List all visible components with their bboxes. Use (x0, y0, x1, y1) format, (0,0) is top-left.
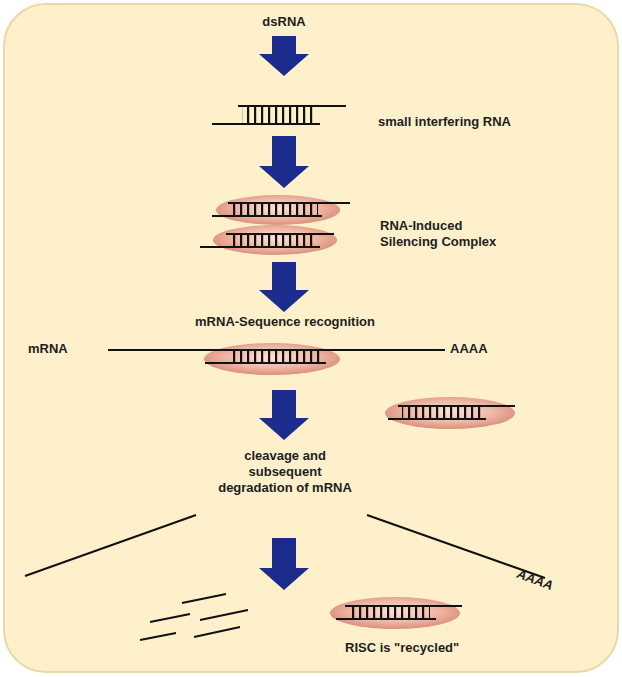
flow-arrow (259, 136, 309, 188)
strand-label: AAAA (450, 341, 488, 357)
fragment (140, 633, 176, 640)
stage-label: dsRNA (234, 14, 334, 30)
process-stage: small interfering RNA (200, 76, 580, 136)
mrna-recognition (108, 343, 445, 375)
base-pairs (350, 606, 430, 619)
fragment (182, 594, 226, 603)
base-pairs (242, 106, 316, 124)
panel-background (4, 4, 618, 672)
mrna-fragments (140, 594, 248, 640)
sirna-duplex (212, 106, 346, 124)
base-pairs (402, 406, 482, 419)
risc-oval (204, 343, 340, 375)
process-stage: RNA-Induced Silencing Complex (200, 188, 580, 262)
process-stage: cleavage and subsequent degradation of m… (185, 440, 385, 538)
process-stage: dsRNA (234, 8, 334, 36)
flow-arrow (259, 390, 309, 440)
risc-complex (200, 225, 337, 255)
fragment (200, 610, 248, 620)
flow-arrow (259, 36, 309, 76)
flow-arrow (259, 538, 309, 590)
strand-label: mRNA (28, 341, 68, 357)
stage-label: cleavage and subsequent degradation of m… (210, 448, 360, 496)
strand-label: AAAA (515, 566, 556, 594)
process-stage: mRNA-Sequence recognition (100, 312, 470, 390)
recycled-risc (330, 597, 462, 629)
risc-oval (216, 195, 340, 225)
risc-complex (212, 195, 350, 225)
fragment (150, 614, 190, 622)
fragment (194, 627, 240, 637)
risc-oval (385, 397, 515, 429)
flow-arrow (259, 262, 309, 312)
base-pairs (232, 350, 320, 363)
base-pairs (230, 234, 316, 247)
risc-oval (330, 597, 460, 629)
free-risc (385, 397, 515, 429)
cleaved-mrna (25, 515, 196, 576)
process-stage: RISC is "recycled" (130, 590, 470, 666)
stage-label: RISC is "recycled" (345, 640, 470, 656)
stage-label: small interfering RNA (378, 114, 568, 130)
base-pairs (232, 203, 318, 216)
stage-label: mRNA-Sequence recognition (100, 314, 470, 330)
stage-label: RNA-Induced Silencing Complex (380, 218, 515, 250)
risc-oval (213, 225, 337, 255)
